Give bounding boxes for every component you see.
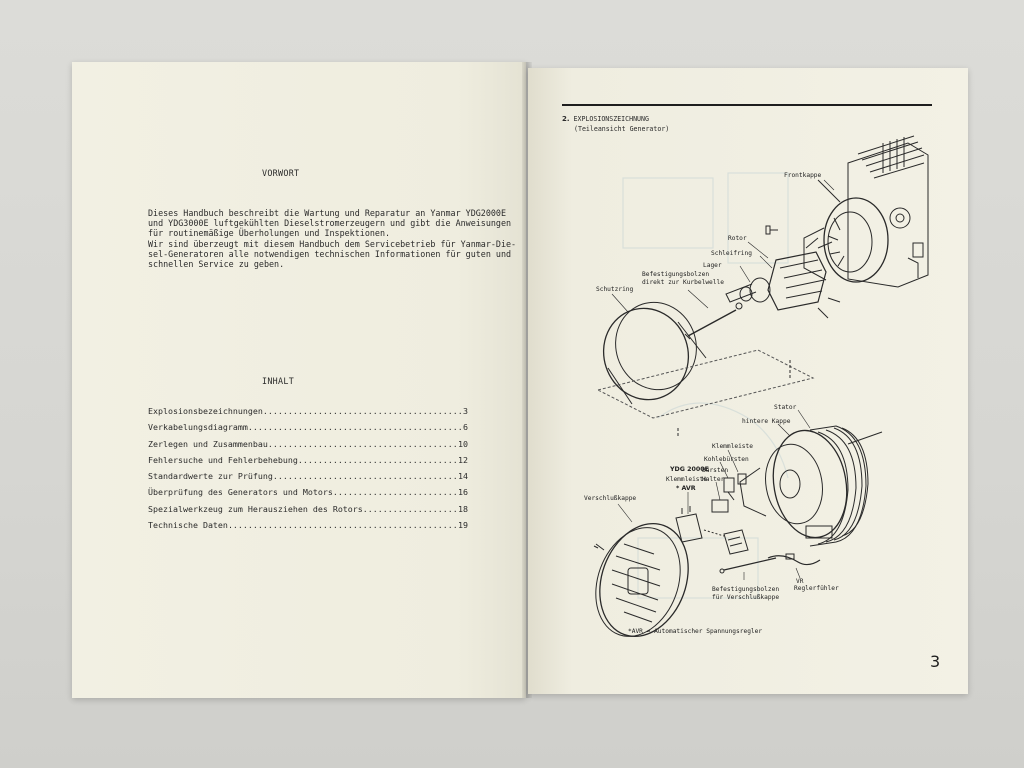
- front-cover: [803, 179, 889, 283]
- left-page: VORWORT Dieses Handbuch beschreibt die W…: [72, 62, 526, 698]
- toc-leader: [248, 419, 463, 435]
- toc-entry-title: Technische Daten: [148, 520, 228, 531]
- toc-entry-page: 19: [458, 520, 468, 531]
- table-of-contents: Explosionsbezeichnungen 3 Verkabelungsdia…: [148, 403, 468, 533]
- foreword-line: sel-Generatoren alle notwendigen technis…: [148, 248, 512, 259]
- label-befestigungsbolzen: Befestigungsbolzen: [642, 271, 710, 278]
- foreword-line: für routinemäßige Überholungen und Inspe…: [148, 228, 391, 239]
- toc-entry: Überprüfung des Generators und Motors 16: [148, 484, 468, 500]
- exploded-view-drawing: [593, 135, 929, 638]
- toc-entry-page: 6: [463, 422, 468, 433]
- toc-entry-page: 18: [458, 503, 468, 514]
- label-schleifring: Schleifring: [711, 250, 752, 257]
- screw: [765, 225, 778, 235]
- toc-entry: Fehlersuche und Fehlerbehebung 12: [148, 452, 468, 468]
- label-hintere-kappe: hintere Kappe: [742, 418, 791, 425]
- toc-entry: Explosionsbezeichnungen 3: [148, 403, 468, 419]
- engine-block: [847, 135, 929, 288]
- label-vr: VR: [796, 578, 804, 585]
- toc-leader: [333, 484, 458, 500]
- crankshaft-bolt: [684, 309, 737, 340]
- slip-ring-and-bearing: [725, 277, 771, 310]
- label-reglerfuehler: Reglerfühler: [794, 585, 839, 592]
- label-kohlebuersten: Kohlebürsten: [704, 456, 749, 463]
- toc-entry-page: 12: [458, 454, 468, 465]
- toc-entry: Spezialwerkzeug zum Herausziehen des Rot…: [148, 501, 468, 517]
- end-cover-bolt: [719, 557, 777, 574]
- end-cover: [593, 522, 689, 638]
- contents-title: INHALT: [262, 376, 295, 386]
- stator: [739, 425, 883, 547]
- label-buersten: Bürsten: [702, 467, 729, 474]
- foreword-line: schnellen Service zu geben.: [148, 259, 285, 270]
- sensor-wire: [767, 553, 821, 566]
- toc-leader: [273, 468, 458, 484]
- toc-entry-title: Explosionsbezeichnungen: [148, 406, 263, 416]
- toc-leader: [263, 403, 463, 419]
- label-klemmleiste: Klemmleiste: [712, 443, 753, 450]
- label-fuer-verschlusskappe: für Verschlußkappe: [712, 594, 780, 601]
- footnote: *AVR = Automatischer Spannungsregler: [628, 628, 763, 635]
- section-title: EXPLOSIONSZEICHNUNG: [573, 115, 649, 123]
- toc-entry-title: Überprüfung des Generators und Motors: [148, 487, 333, 498]
- toc-entry-page: 10: [458, 438, 468, 449]
- toc-entry: Zerlegen und Zusammenbau 10: [148, 436, 468, 452]
- assembly-guide-lines: [596, 349, 815, 436]
- rotor: [767, 237, 841, 319]
- toc-entry-title: Standardwerte zur Prüfung: [148, 471, 273, 482]
- toc-entry-title: Verkabelungsdiagramm: [148, 422, 248, 433]
- foreword-line: Dieses Handbuch beschreibt die Wartung u…: [148, 208, 506, 218]
- foreword-title: VORWORT: [262, 168, 300, 178]
- section-heading: 2.EXPLOSIONSZEICHNUNG: [562, 115, 649, 123]
- toc-entry-title: Fehlersuche und Fehlerbehebung: [148, 454, 298, 465]
- label-frontkappe: Frontkappe: [784, 172, 822, 179]
- toc-entry: Technische Daten 19: [148, 517, 468, 533]
- leader-lines: [611, 179, 835, 580]
- label-lager: Lager: [703, 262, 722, 269]
- label-schutzring: Schutzring: [596, 286, 634, 293]
- label-klemmleiste-avr: Klemmleiste: [666, 476, 707, 483]
- toc-entry-page: 14: [458, 471, 468, 482]
- toc-leader: [298, 452, 458, 468]
- label-ydg2000e: YDG 2000E: [670, 466, 709, 473]
- toc-entry-page: 3: [463, 406, 468, 416]
- foreword-line: Wir sind überzeugt mit diesem Handbuch d…: [148, 238, 517, 249]
- foreword-text: Dieses Handbuch beschreibt die Wartung u…: [148, 208, 517, 270]
- right-page: 2.EXPLOSIONSZEICHNUNG (Teileansicht Gene…: [528, 68, 968, 694]
- toc-entry-page: 16: [458, 487, 468, 498]
- section-subtitle: (Teileansicht Generator): [574, 125, 670, 133]
- label-avr: * AVR: [676, 485, 696, 492]
- section-number: 2.: [562, 115, 570, 123]
- label-kurbelwelle: direkt zur Kurbelwelle: [642, 279, 724, 286]
- toc-entry: Verkabelungsdiagramm 6: [148, 419, 468, 435]
- label-verschlusskappe: Verschlußkappe: [584, 495, 637, 502]
- toc-entry: Standardwerte zur Prüfung 14: [148, 468, 468, 484]
- toc-leader: [228, 517, 458, 533]
- toc-leader: [363, 501, 458, 517]
- protective-ring: [602, 301, 707, 405]
- label-befestigungsbolzen-2: Befestigungsbolzen: [712, 586, 780, 593]
- label-stator: Stator: [774, 404, 797, 411]
- header-rule: [562, 104, 932, 106]
- page-number: 3: [930, 652, 941, 671]
- toc-entry-title: Spezialwerkzeug zum Herausziehen des Rot…: [148, 503, 363, 514]
- toc-leader: [268, 436, 458, 452]
- label-rotor: Rotor: [728, 235, 747, 242]
- avr-module: [675, 506, 749, 555]
- label-halter: Halter: [702, 476, 725, 483]
- foreword-line: und YDG3000E luftgekühlten Dieselstromer…: [148, 218, 512, 229]
- toc-entry-title: Zerlegen und Zusammenbau: [148, 438, 268, 449]
- book-gutter: [522, 62, 532, 698]
